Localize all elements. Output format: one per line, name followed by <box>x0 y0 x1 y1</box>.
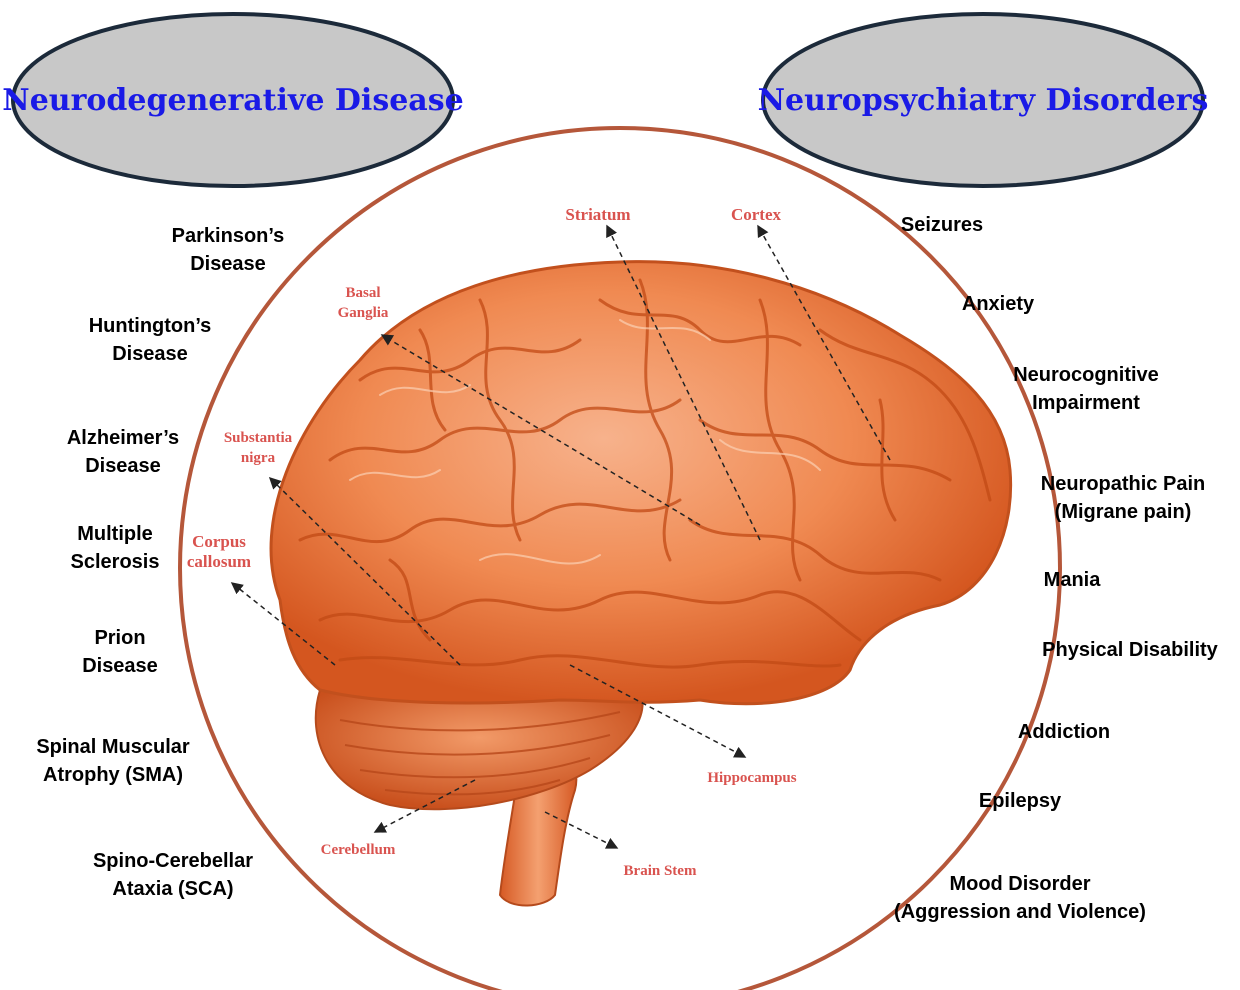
label-cortex: Cortex <box>716 205 796 225</box>
disorder-neurocognitive: Neurocognitive Impairment <box>986 361 1186 417</box>
disorder-mood: Mood Disorder (Aggression and Violence) <box>868 870 1172 926</box>
disorder-addiction: Addiction <box>984 718 1144 746</box>
label-cerebellum: Cerebellum <box>303 840 413 860</box>
disease-prion: Prion Disease <box>30 624 210 680</box>
disorder-neuropathic-pain: Neuropathic Pain (Migrane pain) <box>1013 470 1233 526</box>
label-brain-stem: Brain Stem <box>605 861 715 881</box>
disorder-anxiety: Anxiety <box>918 290 1078 318</box>
label-basal-ganglia: Basal Ganglia <box>318 283 408 323</box>
disease-alzheimers: Alzheimer’s Disease <box>33 424 213 480</box>
disorder-seizures: Seizures <box>862 211 1022 239</box>
disease-sca: Spino-Cerebellar Ataxia (SCA) <box>68 847 278 903</box>
disorder-physical-disability: Physical Disability <box>1020 636 1240 664</box>
disorder-mania: Mania <box>992 566 1152 594</box>
disease-parkinsons: Parkinson’s Disease <box>138 222 318 278</box>
label-striatum: Striatum <box>548 205 648 225</box>
disorder-epilepsy: Epilepsy <box>940 787 1100 815</box>
label-substantia-nigra: Substantia nigra <box>206 428 310 468</box>
disease-huntingtons: Huntington’s Disease <box>60 312 240 368</box>
cerebellum-shape <box>316 690 643 809</box>
neurodegenerative-header: Neurodegenerative Disease <box>13 60 453 140</box>
label-corpus-callosum: Corpus callosum <box>172 532 266 572</box>
disease-sma: Spinal Muscular Atrophy (SMA) <box>13 733 213 789</box>
neuropsychiatry-header: Neuropsychiatry Disorders <box>763 60 1203 140</box>
label-hippocampus: Hippocampus <box>690 768 814 788</box>
